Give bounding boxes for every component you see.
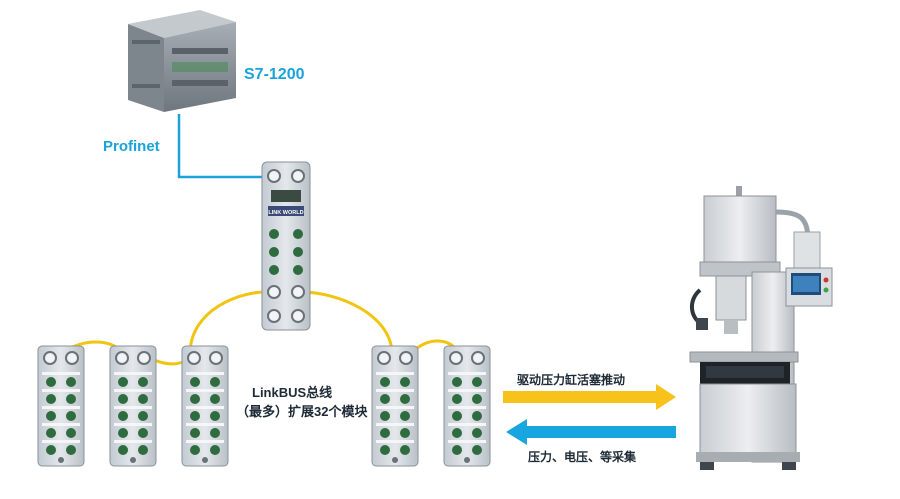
acquire-label: 压力、电压、等采集 xyxy=(528,450,637,464)
io-module xyxy=(443,345,491,467)
acquire-arrow xyxy=(506,419,676,445)
io-module xyxy=(37,345,85,467)
profinet-label: Profinet xyxy=(103,138,160,155)
coupler-module: LINK WORLD xyxy=(261,161,311,331)
coupler-brand: LINK WORLD xyxy=(268,210,303,216)
io-modules xyxy=(37,345,491,467)
plc-s7-1200 xyxy=(128,10,236,112)
hydraulic-press xyxy=(689,186,833,470)
io-module xyxy=(181,345,229,467)
linkbus-label: LinkBUS总线 xyxy=(252,385,333,400)
drive-arrow xyxy=(503,384,676,410)
plc-label: S7-1200 xyxy=(244,66,305,83)
io-module xyxy=(109,345,157,467)
profinet-cable xyxy=(177,114,274,192)
drive-label: 驱动压力缸活塞推动 xyxy=(517,373,626,387)
io-module xyxy=(371,345,419,467)
linkbus-expansion-label: （最多）扩展32个模块 xyxy=(236,404,368,419)
